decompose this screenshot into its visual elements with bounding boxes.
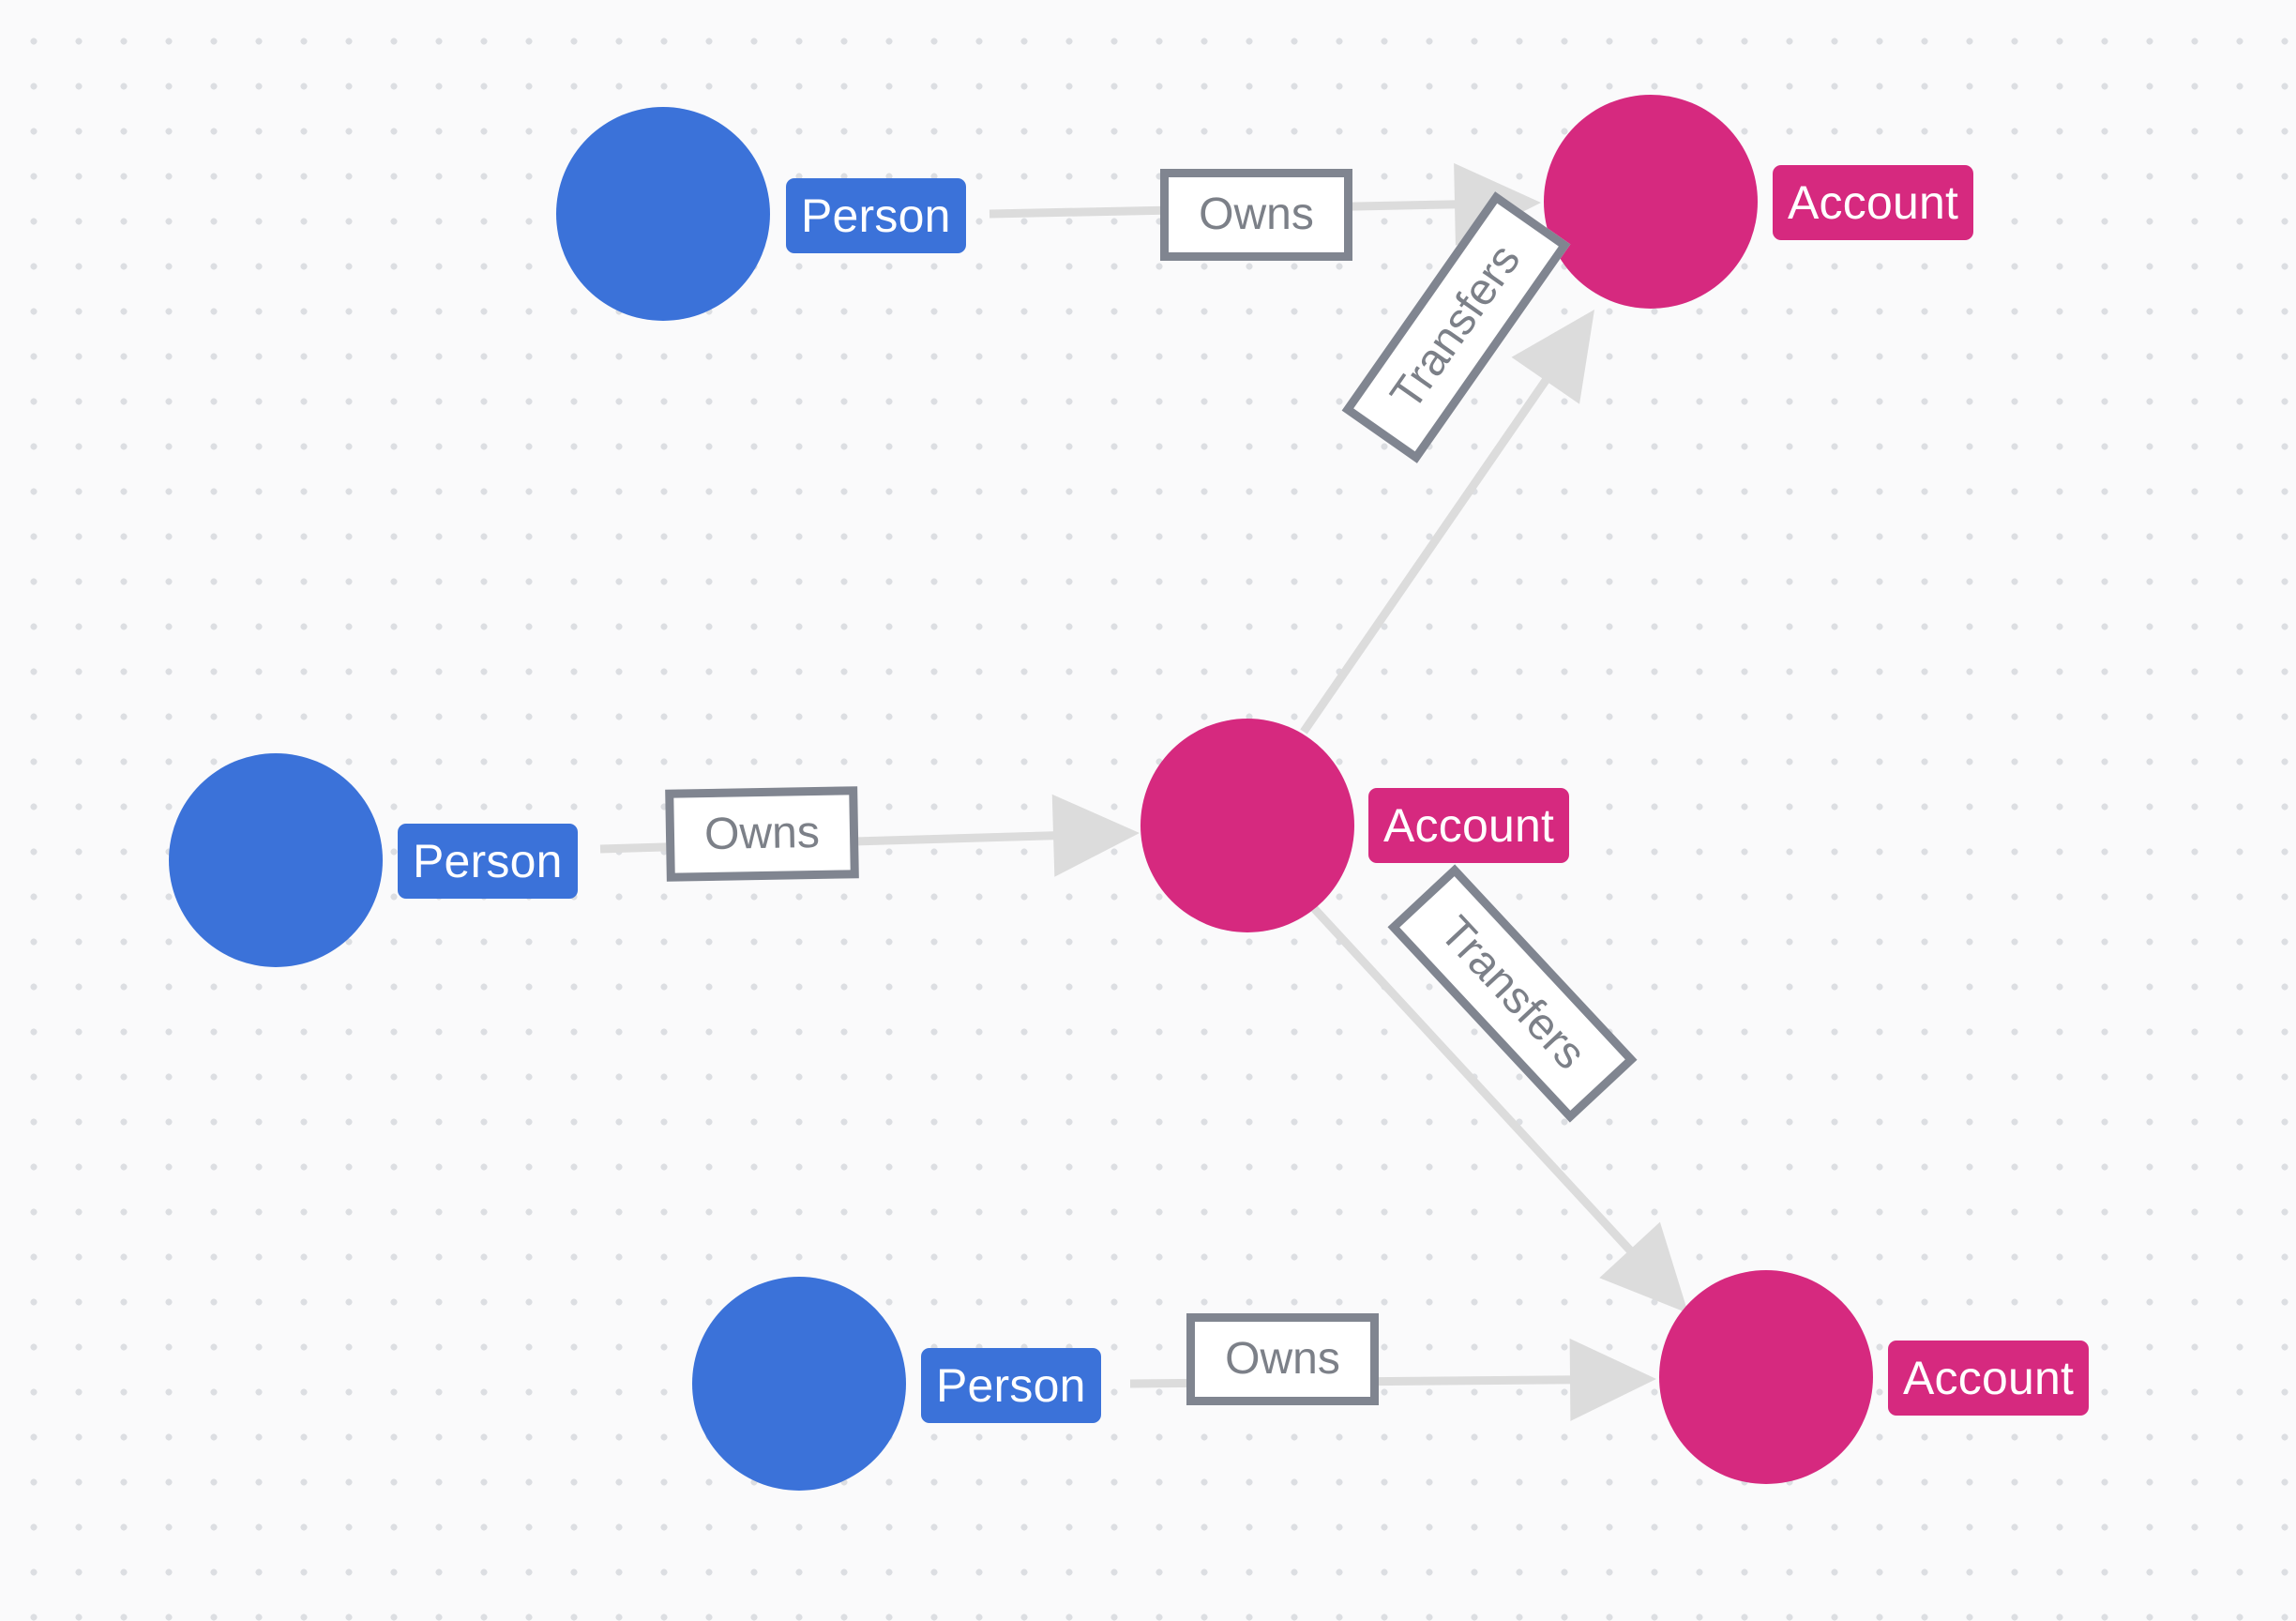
edge-label-owns[interactable]: Owns — [1186, 1313, 1379, 1405]
graph-node-person[interactable] — [169, 753, 383, 967]
edge-arrowhead-icon — [1599, 1221, 1688, 1313]
node-label-account[interactable]: Account — [1773, 165, 1974, 240]
edge-line — [1307, 901, 1650, 1271]
edge-arrowhead-icon — [1511, 310, 1594, 404]
node-label-account[interactable]: Account — [1888, 1341, 2090, 1416]
node-label-person[interactable]: Person — [786, 178, 966, 253]
graph-node-account[interactable] — [1140, 719, 1354, 932]
edge-label-owns[interactable]: Owns — [665, 786, 859, 882]
edge-arrowhead-icon — [1569, 1338, 1656, 1421]
graph-node-person[interactable] — [692, 1277, 906, 1491]
edge-arrowhead-icon — [1051, 794, 1140, 877]
node-label-person[interactable]: Person — [398, 824, 578, 899]
node-label-person[interactable]: Person — [921, 1348, 1101, 1423]
edge-label-owns[interactable]: Owns — [1160, 169, 1352, 261]
node-label-account[interactable]: Account — [1368, 788, 1570, 863]
graph-node-person[interactable] — [556, 107, 770, 321]
edge-label-text: Owns — [1199, 189, 1314, 239]
graph-edge[interactable] — [1300, 310, 1594, 735]
edge-label-text: Owns — [703, 807, 821, 860]
edge-line — [1300, 357, 1563, 735]
graph-node-account[interactable] — [1659, 1270, 1873, 1484]
edge-label-text: Owns — [1225, 1334, 1340, 1384]
graph-node-account[interactable] — [1544, 95, 1758, 309]
graph-edge[interactable] — [1307, 901, 1688, 1313]
